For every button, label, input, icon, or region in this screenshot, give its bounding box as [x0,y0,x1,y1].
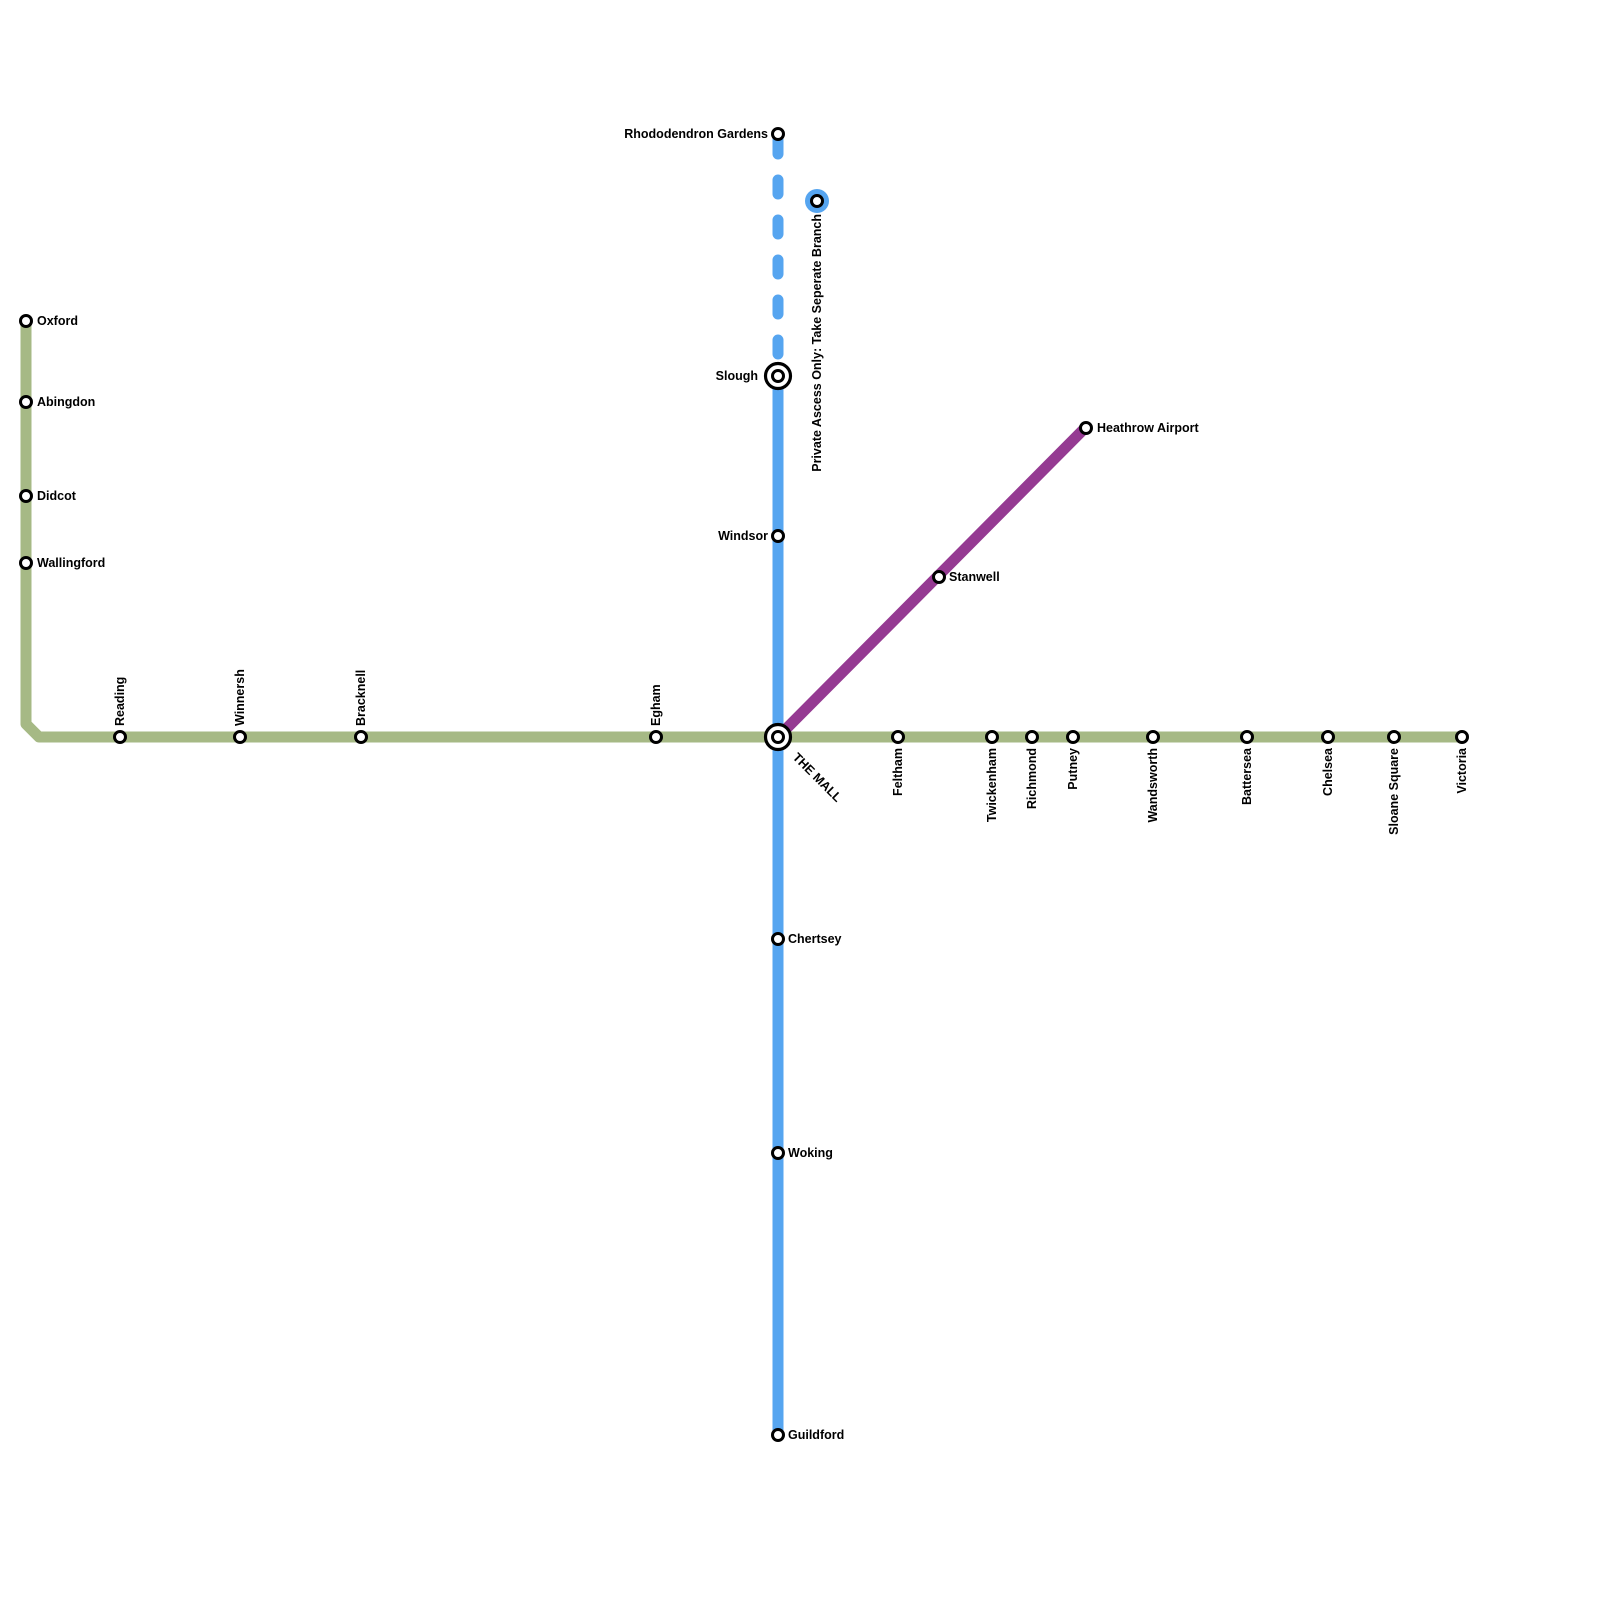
station-egham[interactable] [649,730,663,744]
green-line [20,315,1468,743]
station-chertsey[interactable] [771,932,785,946]
station-sloane-square[interactable] [1387,730,1401,744]
label-battersea: Battersea [1240,747,1254,805]
label-egham: Egham [649,684,663,726]
station-abingdon[interactable] [19,395,33,409]
station-windsor[interactable] [771,529,785,543]
station-putney[interactable] [1066,730,1080,744]
station-richmond[interactable] [1025,730,1039,744]
label-windsor: Windsor [718,529,768,543]
label-wallingford: Wallingford [37,556,105,570]
station-wallingford[interactable] [19,556,33,570]
label-didcot: Didcot [37,489,77,503]
label-twickenham: Twickenham [985,748,999,822]
station-stanwell[interactable] [932,570,946,584]
station-reading[interactable] [113,730,127,744]
station-winnersh[interactable] [233,730,247,744]
label-oxford: Oxford [37,314,78,328]
label-richmond: Richmond [1025,748,1039,809]
label-chelsea: Chelsea [1321,747,1335,796]
label-guildford: Guildford [788,1428,844,1442]
station-twickenham[interactable] [985,730,999,744]
label-putney: Putney [1066,748,1080,790]
station-oxford[interactable] [19,314,33,328]
label-woking: Woking [788,1146,833,1160]
label-rhododendron-gardens: Rhododendron Gardens [624,127,768,141]
private-branch-station[interactable] [810,194,824,208]
label-winnersh: Winnersh [233,669,247,726]
label-feltham: Feltham [891,748,905,796]
interchange-the-mall-inner [771,730,785,744]
label-victoria: Victoria [1455,747,1469,794]
station-bracknell[interactable] [354,730,368,744]
station-chelsea[interactable] [1321,730,1335,744]
station-wandsworth[interactable] [1146,730,1160,744]
label-private-branch-note: Private Ascess Only: Take Seperate Branc… [810,214,824,472]
label-stanwell: Stanwell [949,570,1000,584]
label-chertsey: Chertsey [788,932,842,946]
label-reading: Reading [113,677,127,726]
interchange-slough-inner [771,369,785,383]
station-battersea[interactable] [1240,730,1254,744]
station-feltham[interactable] [891,730,905,744]
station-didcot[interactable] [19,489,33,503]
station-heathrow-airport[interactable] [1079,421,1093,435]
label-slough: Slough [716,369,758,383]
purple-line [772,422,1091,743]
station-guildford[interactable] [771,1428,785,1442]
label-heathrow-airport: Heathrow Airport [1097,421,1199,435]
label-the-mall: THE MALL [790,750,845,805]
label-wandsworth: Wandsworth [1146,748,1160,823]
station-victoria[interactable] [1455,730,1469,744]
label-bracknell: Bracknell [354,670,368,726]
label-sloane-square: Sloane Square [1387,748,1401,835]
station-woking[interactable] [771,1146,785,1160]
station-rhododendron-gardens[interactable] [771,127,785,141]
label-abingdon: Abingdon [37,395,95,409]
